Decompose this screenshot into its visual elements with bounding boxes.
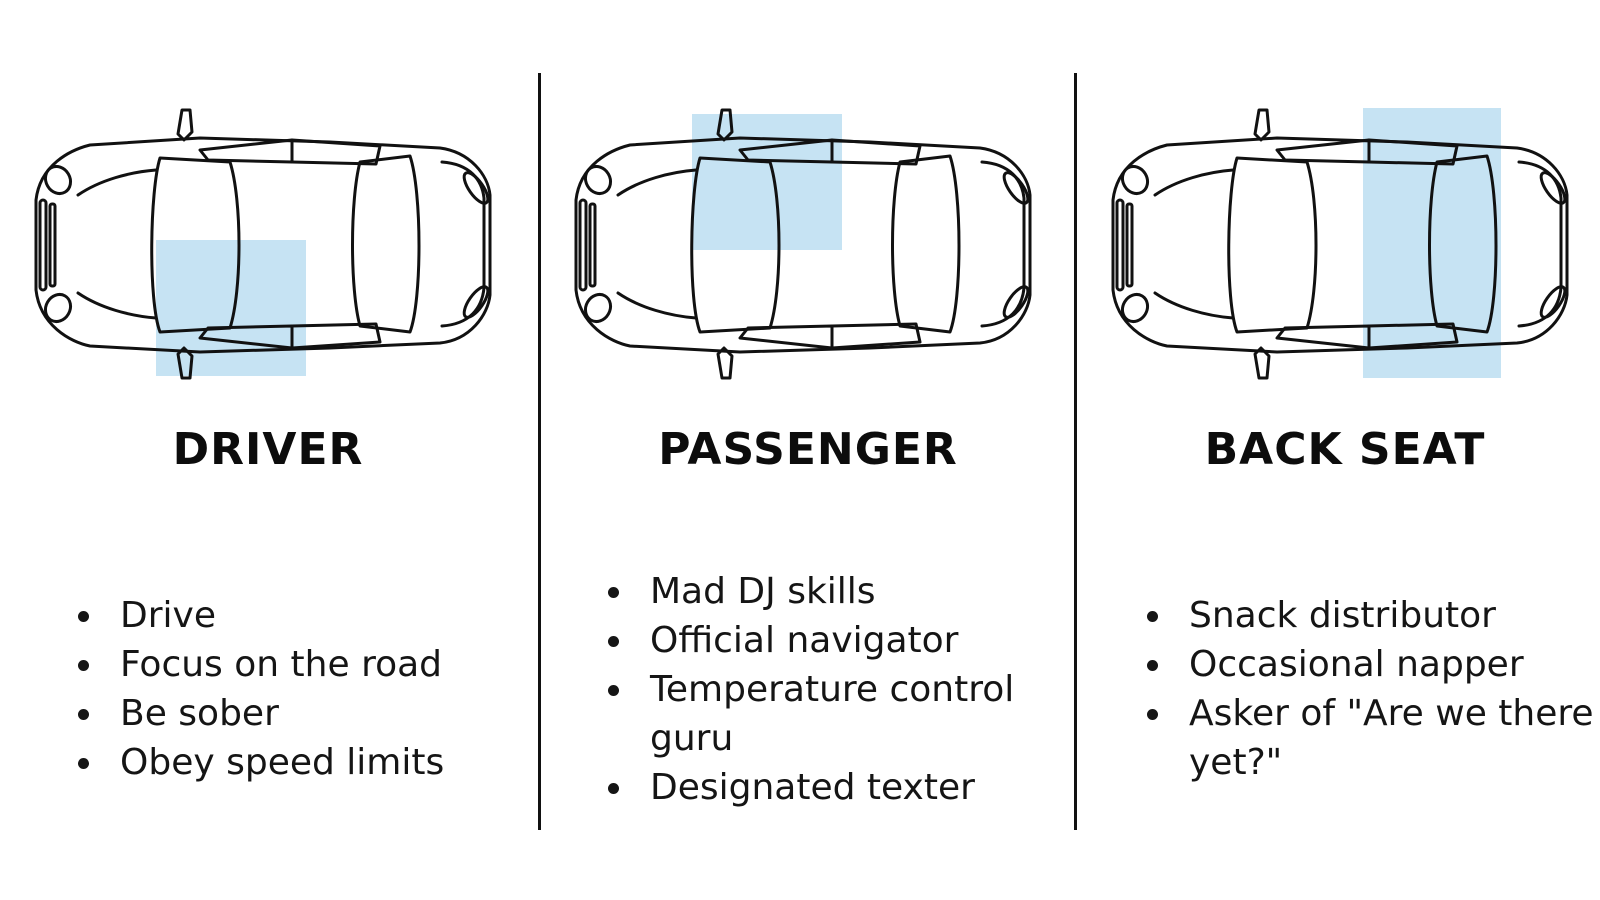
duties-list: Snack distributor Occasional napper Aske…	[1131, 591, 1600, 787]
passenger-column: PASSENGER Mad DJ skills Official navigat…	[540, 0, 1076, 900]
list-item: Mad DJ skills	[592, 567, 1062, 616]
car-outline-icon	[574, 108, 1032, 380]
column-divider	[1074, 73, 1077, 830]
seat-highlight	[156, 240, 306, 376]
driver-column: DRIVER Drive Focus on the road Be sober …	[0, 0, 536, 900]
list-item: Snack distributor	[1131, 591, 1600, 640]
duties-list: Mad DJ skills Official navigator Tempera…	[592, 567, 1062, 812]
seat-highlight	[692, 114, 842, 250]
role-title: DRIVER	[172, 424, 364, 475]
seat-highlight	[1363, 108, 1501, 378]
list-item: Official navigator	[592, 616, 1062, 665]
role-title: BACK SEAT	[1204, 424, 1486, 475]
car-top-view-diagram	[570, 100, 1050, 400]
list-item: Designated texter	[592, 763, 1062, 812]
list-item: Drive	[62, 591, 532, 640]
car-outline-icon	[34, 108, 492, 380]
column-divider	[538, 73, 541, 830]
role-title: PASSENGER	[658, 424, 958, 475]
list-item: Occasional napper	[1131, 640, 1600, 689]
car-top-view-diagram	[30, 100, 510, 400]
list-item: Focus on the road	[62, 640, 532, 689]
car-outline-icon	[1111, 108, 1569, 380]
list-item: Be sober	[62, 689, 532, 738]
back-seat-column: BACK SEAT Snack distributor Occasional n…	[1077, 0, 1600, 900]
list-item: Asker of "Are we there yet?"	[1131, 689, 1600, 787]
list-item: Obey speed limits	[62, 738, 532, 787]
car-top-view-diagram	[1107, 100, 1587, 400]
duties-list: Drive Focus on the road Be sober Obey sp…	[62, 591, 532, 787]
list-item: Temperature control guru	[592, 665, 1062, 763]
